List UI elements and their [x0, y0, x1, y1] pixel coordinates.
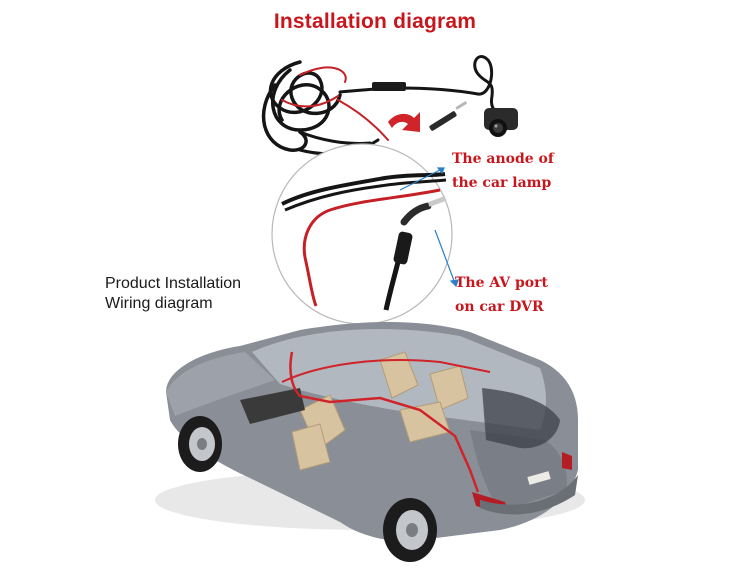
cable-bundle	[261, 55, 498, 156]
rear-wheel	[383, 498, 437, 562]
pointer-lines	[399, 167, 459, 288]
front-wheel	[178, 416, 222, 472]
av-jack-plug-icon	[429, 100, 468, 131]
anode-callout: The anode of the car lamp	[452, 147, 554, 195]
av-port-callout-line2: on car DVR	[455, 299, 544, 315]
av-port-callout-line1: The AV port	[455, 275, 548, 291]
anode-callout-line2: the car lamp	[452, 175, 552, 191]
camera-module-icon	[484, 108, 518, 137]
av-port-callout: The AV port on car DVR	[455, 271, 548, 319]
anode-callout-line1: The anode of	[452, 151, 554, 167]
diagram-title: Installation diagram	[273, 10, 477, 33]
side-label-line2: Wiring diagram	[105, 295, 213, 312]
product-installation-label: Product Installation Wiring diagram	[105, 274, 241, 314]
car-illustration	[155, 322, 585, 562]
magnified-detail-circle	[271, 143, 453, 325]
red-pointer-arrow-icon	[388, 112, 420, 132]
side-label-line1: Product Installation	[105, 275, 242, 292]
